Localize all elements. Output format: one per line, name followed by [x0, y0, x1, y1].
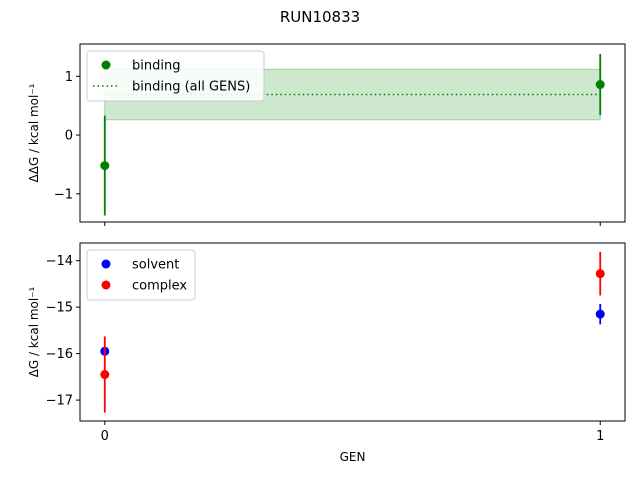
y-tick-label-2: 1 — [65, 70, 73, 85]
legend: solvent complex — [86, 249, 196, 301]
legend-box — [86, 249, 196, 301]
legend-label-1: binding (all GENS) — [132, 80, 250, 95]
y-axis-label: ΔΔG / kcal mol⁻¹ — [27, 83, 41, 182]
legend-label-0: binding — [132, 59, 180, 74]
y-tick-label-0: −1 — [54, 187, 73, 202]
y-tick-label-3: −14 — [46, 254, 73, 269]
x-tick-label-1: 1 — [596, 429, 604, 444]
legend-marker-0 — [101, 60, 111, 70]
axes-frame — [79, 43, 626, 223]
data-point-1-0 — [100, 370, 110, 380]
data-point-0-1 — [595, 309, 605, 319]
data-point-1-1 — [595, 269, 605, 279]
legend-marker-1 — [101, 280, 111, 290]
data-point-0-1 — [595, 80, 605, 90]
data-point-0-0 — [100, 161, 110, 171]
y-tick-label-2: −15 — [46, 301, 73, 316]
x-tick-label-0: 0 — [101, 429, 109, 444]
legend-label-1: complex — [132, 279, 187, 294]
legend-marker-0 — [101, 259, 111, 269]
legend: binding binding (all GENS) — [86, 50, 265, 102]
x-axis-label: GEN — [340, 450, 366, 464]
axes-frame — [79, 242, 626, 422]
y-tick-label-0: −17 — [46, 394, 73, 409]
y-axis-label: ΔG / kcal mol⁻¹ — [27, 286, 41, 377]
y-tick-label-1: −16 — [46, 347, 73, 362]
y-tick-label-1: 0 — [65, 129, 73, 144]
legend-label-0: solvent — [132, 258, 179, 273]
plot-area — [100, 251, 605, 413]
bottom-panel: 0 1 −17 −16 −15 −14 ΔG / kcal mol⁻¹ GEN solvent c… — [27, 242, 626, 464]
figure-title: RUN10833 — [280, 8, 360, 26]
legend-box — [86, 50, 265, 102]
